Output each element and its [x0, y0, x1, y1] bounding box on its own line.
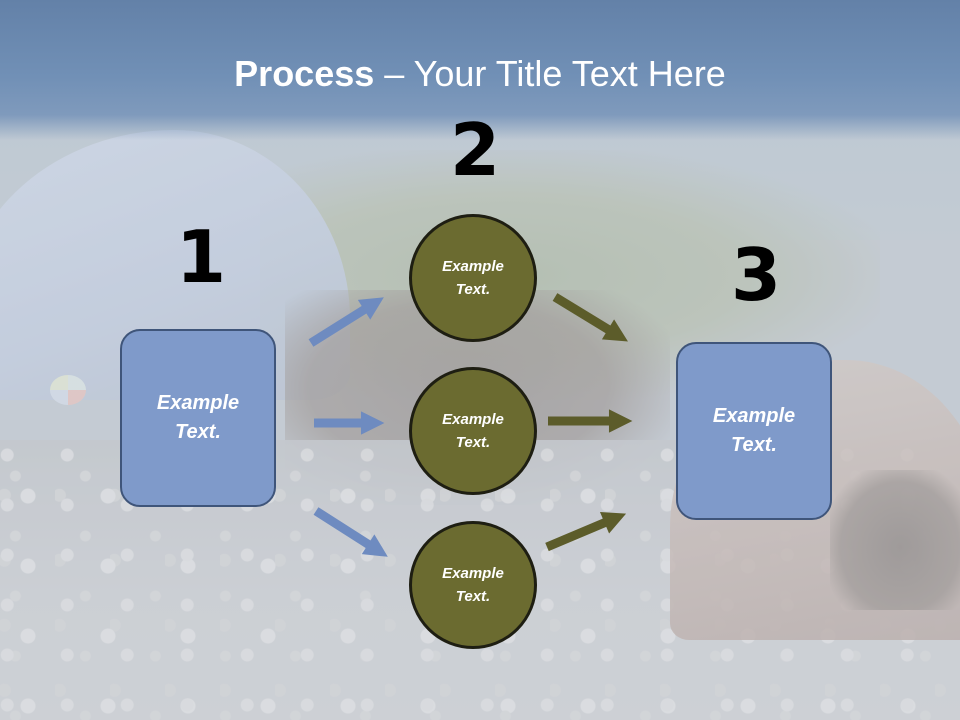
step-3-box-label: Example Text.	[712, 405, 796, 456]
circle-middle-label: Example Text.	[442, 411, 504, 451]
slide-title[interactable]: Process – Your Title Text Here	[0, 52, 960, 96]
step-2-circle-bottom[interactable]: Example Text.	[409, 521, 537, 649]
circle-top-label: Example Text.	[442, 258, 504, 298]
title-band	[0, 0, 960, 140]
step-2-circle-top[interactable]: Example Text.	[409, 214, 537, 342]
step-number-1[interactable]: 1	[176, 215, 227, 299]
arrow-circle-3-to-3	[545, 511, 627, 552]
step-3-box[interactable]: Example Text.	[676, 342, 832, 520]
step-1-box[interactable]: Example Text.	[120, 329, 276, 507]
arrow-circle-1-to-3	[552, 293, 628, 342]
step-number-3[interactable]: 3	[731, 233, 782, 317]
step-2-circle-middle[interactable]: Example Text.	[409, 367, 537, 495]
circle-bottom-label: Example Text.	[442, 565, 504, 605]
title-bold: Process	[234, 53, 375, 94]
arrow-1-to-circle-1	[308, 297, 384, 347]
step-number-2[interactable]: 2	[450, 108, 501, 192]
arrow-1-to-circle-3	[313, 507, 388, 557]
step-1-box-label: Example Text.	[156, 392, 240, 443]
title-rest: – Your Title Text Here	[374, 53, 726, 94]
